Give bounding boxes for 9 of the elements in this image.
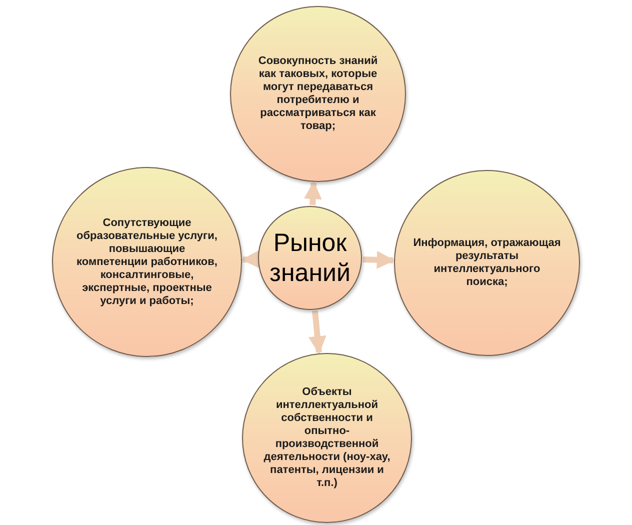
topic-text: Объекты интеллектуальной собственности и опытно-производственной деятельности (ноу-хау, патенты, лицензии и т.п.) [262, 386, 392, 490]
arrow [304, 181, 322, 206]
topic-text: Совокупность знаний как таковых, которые могут передаваться потребителю и рассматриваться как товар; [257, 55, 379, 133]
central-title: Рынок знаний [268, 228, 352, 288]
arrow [241, 250, 260, 268]
arrow [308, 310, 326, 354]
topic-text: Сопутствующие образовательные услуги, повышающие компетенции работников, консалтинговые, экспертные, проектные услуги и работы; [76, 216, 218, 308]
arrow [362, 250, 395, 269]
topic-text: Информация, отражающая результаты интеллектуального поиска; [412, 237, 562, 289]
